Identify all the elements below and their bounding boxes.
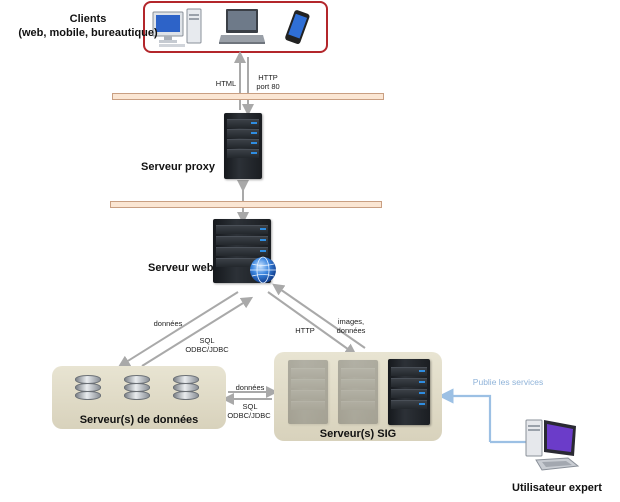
arrow-web-data-1 <box>117 291 239 368</box>
database-icon-1 <box>75 375 101 405</box>
arrow-web-sig-2 <box>272 283 366 349</box>
sig-server-icon-2 <box>338 360 378 424</box>
label-sql-left: SQL <box>199 336 215 345</box>
clients-title: Clients <box>69 13 107 25</box>
laptop-icon <box>218 6 266 48</box>
label-images: images, <box>337 317 365 326</box>
arrow-expert-sig <box>438 388 492 442</box>
database-icon-2 <box>124 375 150 405</box>
label-odbc-mid: ODBC/JDBC <box>227 411 271 420</box>
expert-user-label: Utilisateur expert <box>512 482 602 494</box>
sig-server-icon-3 <box>388 359 430 425</box>
globe-icon <box>248 255 278 285</box>
label-port: port 80 <box>256 82 280 91</box>
sig-servers-label: Serveur(s) SIG <box>319 428 397 440</box>
smartphone-icon <box>280 9 314 47</box>
label-sql-mid: SQL <box>242 402 258 411</box>
label-http: HTTP <box>258 73 278 82</box>
label-odbc-left: ODBC/JDBC <box>185 345 229 354</box>
firewall-bar-top <box>112 93 384 100</box>
arrow-web-data-2 <box>141 296 254 367</box>
arrow-web-sig-1 <box>267 291 357 356</box>
label-donnees-mid: données <box>235 383 265 392</box>
expert-workstation-icon <box>522 412 584 474</box>
desktop-computer-icon <box>151 6 207 48</box>
clients-subtitle: (web, mobile, bureautique) <box>18 27 158 39</box>
label-images-donnees: données <box>336 326 366 335</box>
proxy-server-icon <box>224 113 262 179</box>
label-html: HTML <box>215 79 237 88</box>
proxy-server-label: Serveur proxy <box>141 161 215 173</box>
database-icon-3 <box>173 375 199 405</box>
label-publish: Publie les services <box>472 377 544 387</box>
data-servers-label: Serveur(s) de données <box>79 414 199 426</box>
web-server-label: Serveur web <box>148 262 214 274</box>
sig-server-icon-1 <box>288 360 328 424</box>
label-donnees-left: données <box>153 319 183 328</box>
label-http-sig: HTTP <box>295 326 315 335</box>
firewall-bar-middle <box>110 201 382 208</box>
